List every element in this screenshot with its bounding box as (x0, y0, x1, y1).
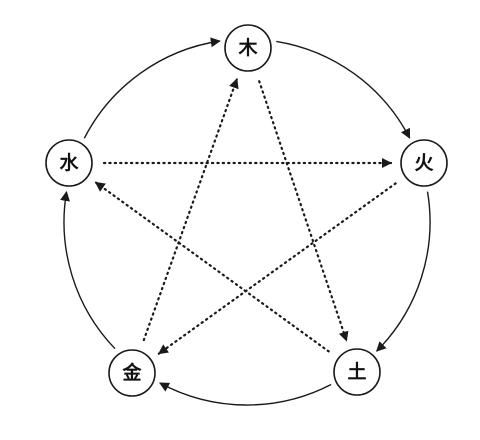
controlling-arrow-wood-to-earth (258, 80, 349, 342)
generating-cycle-arrows (60, 37, 431, 406)
node-label: 金 (121, 361, 142, 384)
controlling-arrow-earth-to-water (94, 181, 330, 353)
node-circle (45, 139, 93, 187)
node-label: 木 (237, 36, 258, 59)
generating-arrow-earth-to-metal (159, 382, 332, 406)
node-label: 水 (59, 152, 79, 174)
node-water: 水 (45, 139, 93, 187)
node-fire: 火 (400, 139, 448, 187)
generating-arrow-metal-to-water (60, 190, 116, 350)
generating-arrow-wood-to-fire (276, 40, 411, 139)
controlling-cycle-arrows (94, 77, 397, 355)
node-wood: 木 (224, 24, 272, 72)
generating-arrow-water-to-wood (83, 37, 221, 139)
node-earth: 土 (333, 348, 381, 396)
node-label: 火 (414, 152, 434, 174)
node-circle (400, 139, 448, 187)
node-metal: 金 (108, 349, 156, 397)
node-circle (333, 348, 381, 396)
generating-arrow-fire-to-earth (375, 191, 431, 352)
node-circle (108, 349, 156, 397)
node-circle (224, 24, 272, 72)
controlling-arrow-metal-to-wood (142, 77, 239, 342)
controlling-arrow-fire-to-metal (157, 182, 397, 355)
node-label: 土 (347, 361, 366, 383)
